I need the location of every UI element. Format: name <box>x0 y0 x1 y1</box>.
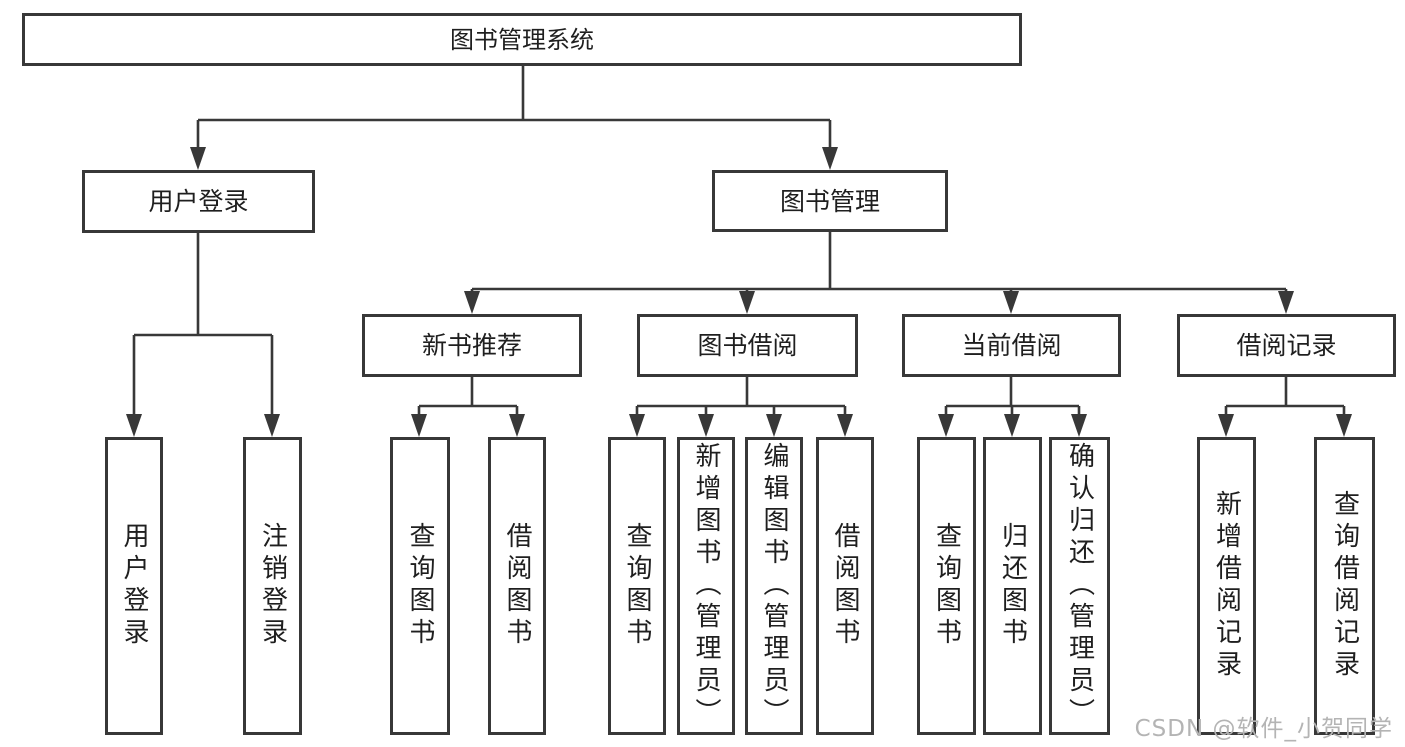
node-current-borrow: 当前借阅 <box>902 314 1121 377</box>
node-library-system: 图书管理系统 <box>22 13 1022 66</box>
connector-new-book-fan <box>411 377 525 437</box>
arrowhead-icon <box>464 291 480 314</box>
node-user-login-branch: 用户登录 <box>82 170 315 233</box>
node-book-management: 图书管理 <box>712 170 948 232</box>
leaf-edit-books-admin: 编辑图书（管理员） <box>745 437 803 735</box>
arrowhead-icon <box>1336 414 1352 437</box>
node-book-borrow: 图书借阅 <box>637 314 858 377</box>
arrowhead-icon <box>1278 291 1294 314</box>
arrowhead-icon <box>1004 414 1020 437</box>
arrowhead-icon <box>698 414 714 437</box>
leaf-borrow-books-recommend: 借阅图书 <box>488 437 546 735</box>
node-new-book-recommend: 新书推荐 <box>362 314 582 377</box>
leaf-confirm-return-admin: 确认归还（管理员） <box>1049 437 1110 735</box>
leaf-add-books-admin: 新增图书（管理员） <box>677 437 735 735</box>
arrowhead-icon <box>739 291 755 314</box>
leaf-borrow-books: 借阅图书 <box>816 437 874 735</box>
connector-current-borrow-fan <box>938 377 1087 437</box>
connector-borrow-records-fan <box>1218 377 1352 437</box>
node-borrow-records: 借阅记录 <box>1177 314 1396 377</box>
arrowhead-icon <box>411 414 427 437</box>
arrowhead-icon <box>1003 291 1019 314</box>
connector-book-borrow-fan <box>629 377 853 437</box>
connector-user-login-fan <box>126 233 280 437</box>
leaf-query-books-current: 查询图书 <box>917 437 976 735</box>
arrowhead-icon <box>509 414 525 437</box>
arrowhead-icon <box>1071 414 1087 437</box>
arrowhead-icon <box>837 414 853 437</box>
leaf-user-login: 用户登录 <box>105 437 163 735</box>
connector-book-management-fan <box>464 232 1294 314</box>
arrowhead-icon <box>126 414 142 437</box>
leaf-query-borrow-record: 查询借阅记录 <box>1314 437 1375 735</box>
arrowhead-icon <box>822 147 838 170</box>
leaf-logout: 注销登录 <box>243 437 302 735</box>
arrowhead-icon <box>1218 414 1234 437</box>
leaf-query-books-borrow: 查询图书 <box>608 437 666 735</box>
connector-root-fan <box>190 66 838 170</box>
arrowhead-icon <box>766 414 782 437</box>
arrowhead-icon <box>629 414 645 437</box>
leaf-add-borrow-record: 新增借阅记录 <box>1197 437 1256 735</box>
arrowhead-icon <box>190 147 206 170</box>
leaf-query-books-recommend: 查询图书 <box>390 437 450 735</box>
arrowhead-icon <box>264 414 280 437</box>
leaf-return-books: 归还图书 <box>983 437 1042 735</box>
arrowhead-icon <box>938 414 954 437</box>
